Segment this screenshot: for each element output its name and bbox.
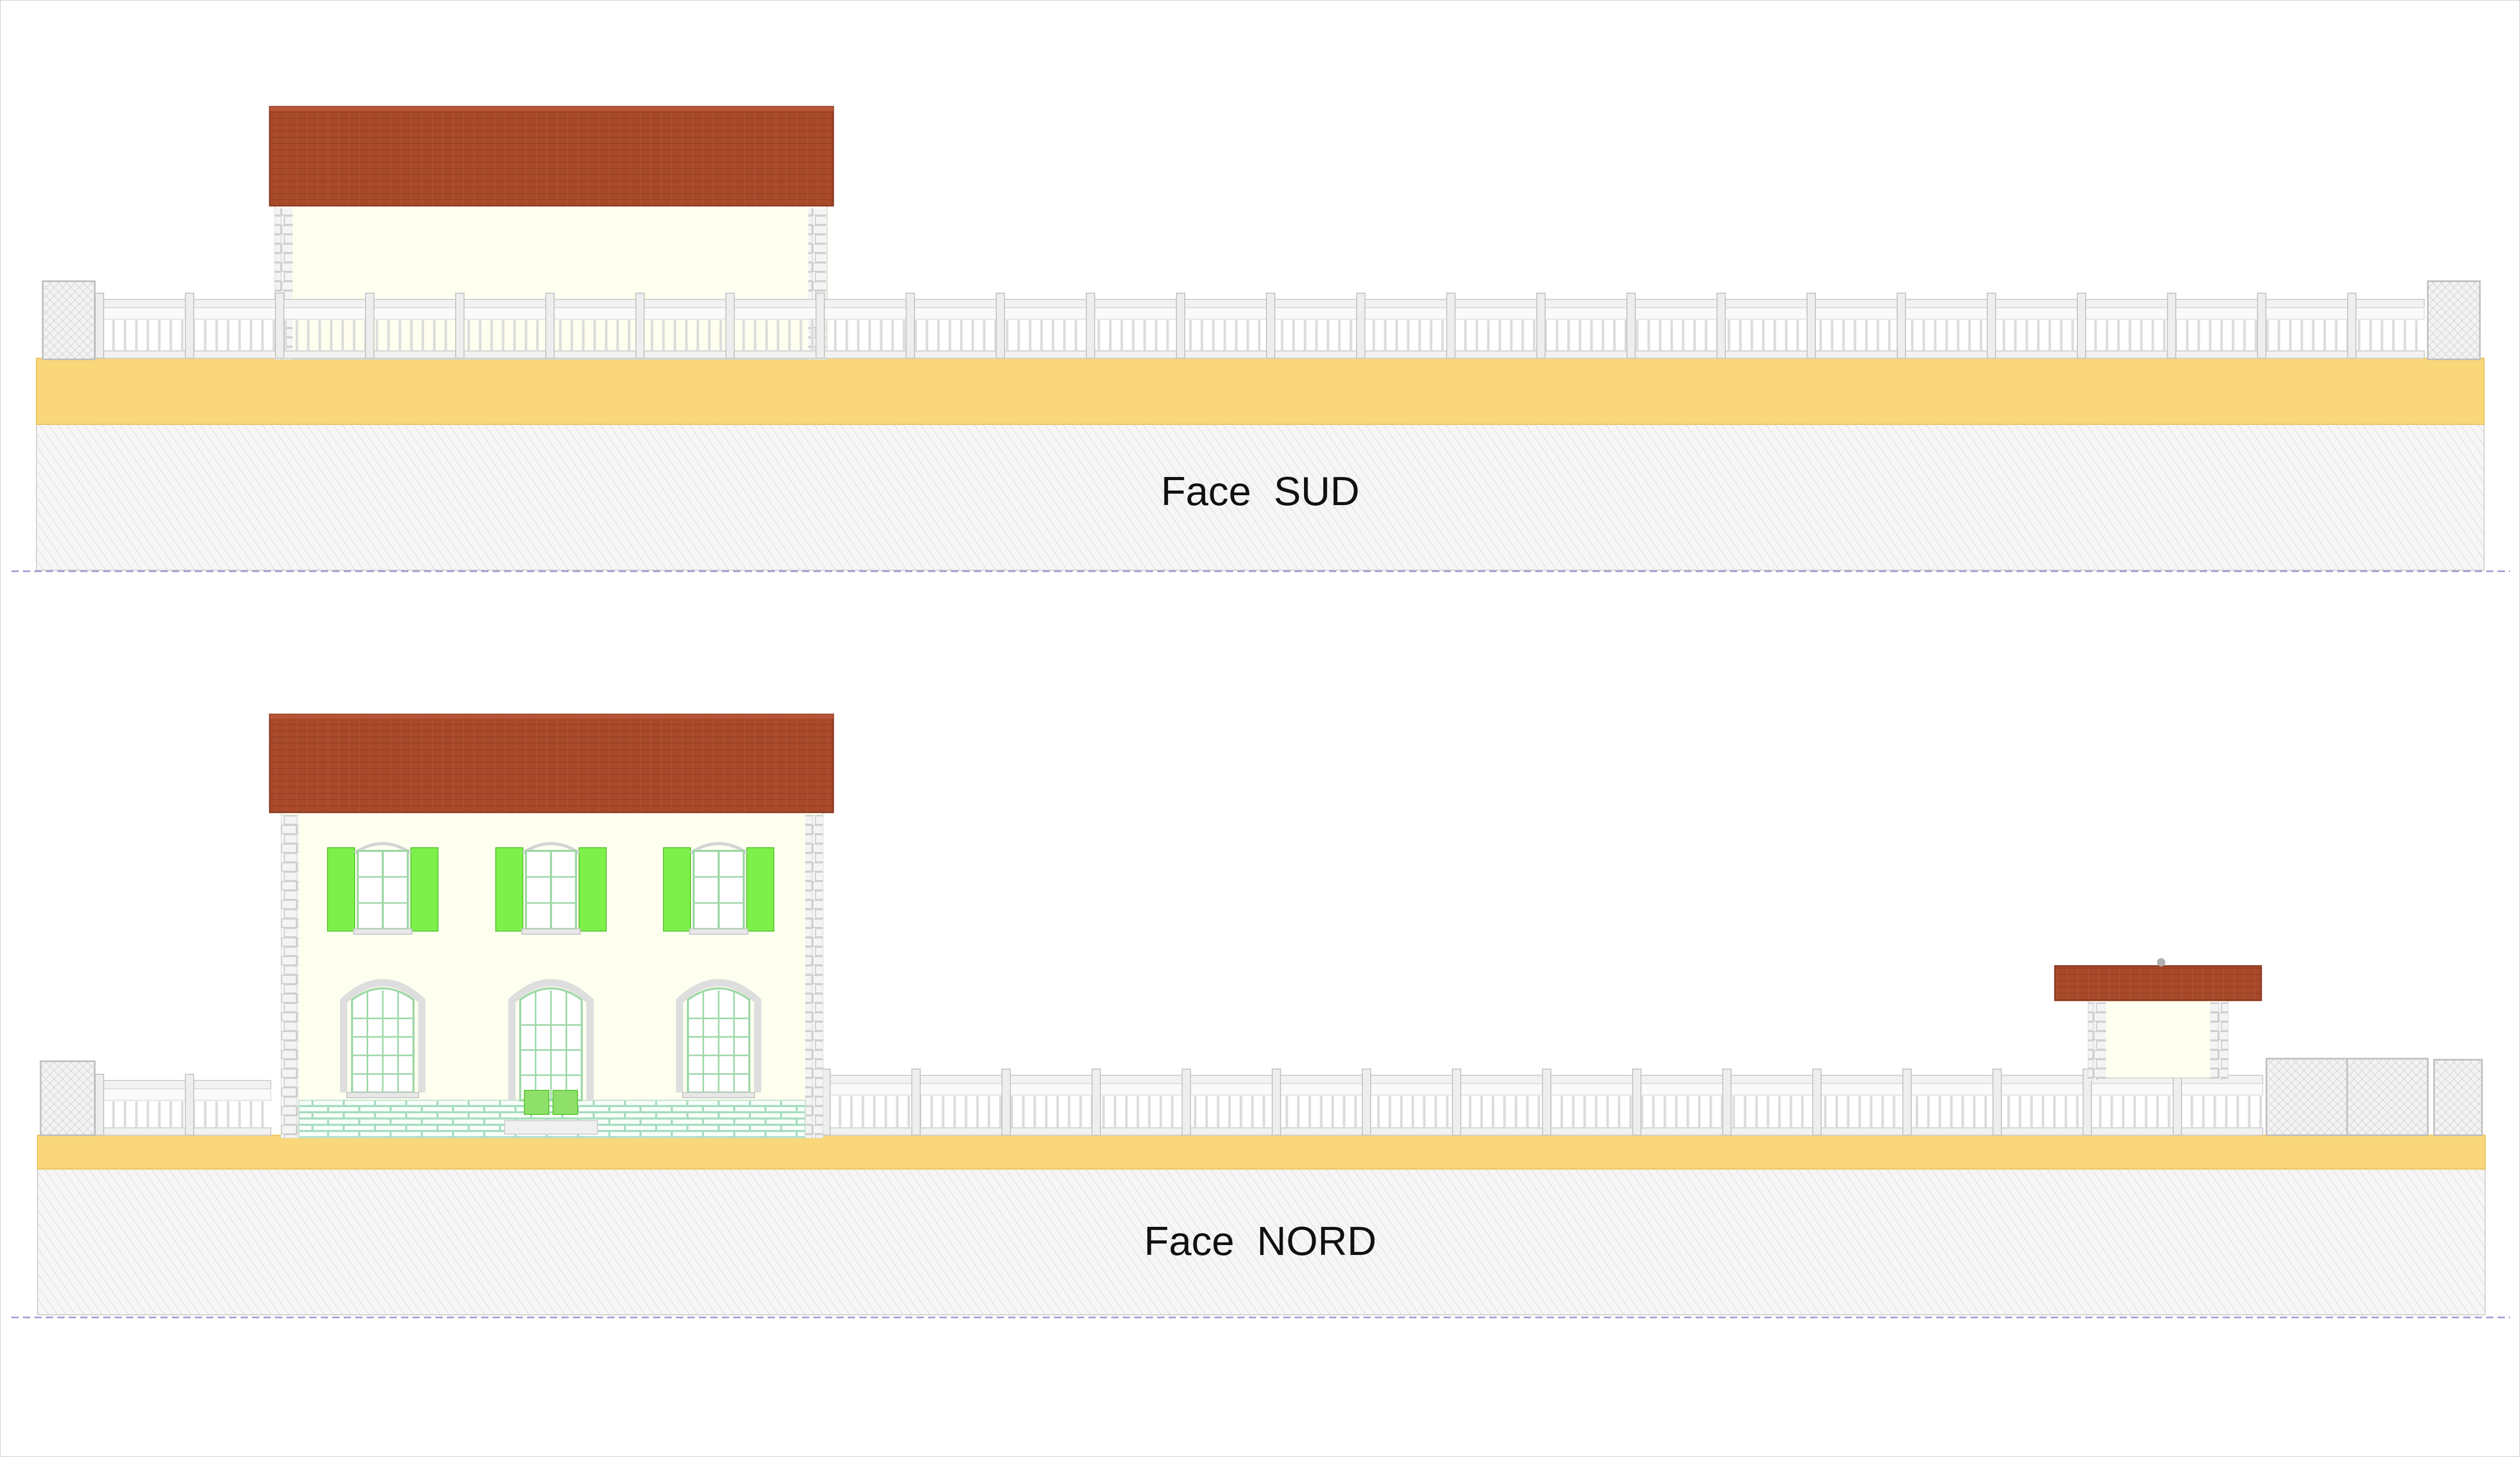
south-face-label: Face SUD <box>1161 468 1359 514</box>
upper-window-center-shutter-right <box>579 847 607 932</box>
north-fence-right-post <box>1092 1069 1101 1136</box>
south-fence-post <box>635 293 645 359</box>
upper-window-left-arch <box>354 842 412 855</box>
north-fence <box>95 1069 2263 1136</box>
south-gate-left <box>42 280 96 360</box>
lower-window-right-sill <box>682 1092 755 1098</box>
north-house-quoin-left <box>281 815 299 1138</box>
south-fence-post <box>1987 293 1996 359</box>
south-fence-post <box>95 293 104 359</box>
north-gate-right-post <box>2433 1059 2483 1136</box>
south-fence-post <box>1897 293 1906 359</box>
south-fence-post <box>1626 293 1636 359</box>
north-fence-right-post <box>2173 1069 2182 1136</box>
south-fence-post <box>725 293 735 359</box>
south-fence-post <box>545 293 555 359</box>
south-fence-post <box>185 293 194 359</box>
lower-window-left-sill <box>346 1092 419 1098</box>
south-fence-post <box>1266 293 1275 359</box>
south-fence-post <box>996 293 1005 359</box>
upper-window-center-arch <box>522 842 580 855</box>
north-fence-left-post <box>185 1074 194 1136</box>
south-fence-post <box>275 293 284 359</box>
north-roof-ridge <box>270 714 833 719</box>
south-gate-right <box>2427 280 2481 360</box>
south-fence-post <box>1176 293 1185 359</box>
south-fence-frieze <box>98 307 2425 320</box>
entrance-door-door-panel-right <box>553 1090 578 1115</box>
north-fence-right-post <box>1542 1069 1551 1136</box>
south-fence-post <box>455 293 465 359</box>
south-fence-post <box>1086 293 1095 359</box>
north-well-shelter <box>2054 958 2262 1081</box>
north-fence-right-post <box>1812 1069 1822 1136</box>
north-fence-right-post <box>911 1069 921 1136</box>
north-fence-right-post <box>1182 1069 1191 1136</box>
north-face-label: Face NORD <box>1144 1218 1376 1264</box>
north-fence-right-post <box>1632 1069 1641 1136</box>
south-roof <box>269 106 834 207</box>
well-shelter-post-left <box>2088 1002 2106 1081</box>
south-fence-post <box>2347 293 2356 359</box>
north-house-quoin-right <box>805 815 823 1138</box>
well-shelter-wall <box>2088 999 2228 1078</box>
north-windows <box>327 842 774 1135</box>
south-roof-ridge <box>270 107 833 111</box>
south-elevation: Face SUD <box>11 106 2510 572</box>
south-fence-post <box>1446 293 1456 359</box>
south-fence-bottom-rail <box>98 350 2425 359</box>
upper-window-right-shutter-right <box>746 847 774 932</box>
south-fence-post <box>2077 293 2086 359</box>
well-shelter-post-right <box>2210 1002 2228 1081</box>
north-roof <box>269 713 834 813</box>
south-plinth <box>36 358 2485 425</box>
north-gate-left <box>40 1060 96 1136</box>
south-fence-post <box>906 293 915 359</box>
lower-window-left-arch-surround <box>340 979 425 1092</box>
south-fence-post <box>1536 293 1546 359</box>
well-shelter-finial <box>2157 958 2165 966</box>
north-plinth <box>37 1135 2486 1170</box>
north-fence-right-post <box>1362 1069 1371 1136</box>
upper-window-right-sill <box>689 928 748 935</box>
north-fence-right-post <box>1272 1069 1281 1136</box>
upper-window-center-sill <box>521 928 581 935</box>
south-fence-post <box>1716 293 1726 359</box>
north-elevation: Face NORD <box>11 713 2510 1318</box>
north-ground <box>37 1169 2486 1315</box>
well-shelter-roof <box>2054 965 2262 1001</box>
south-fence-post <box>816 293 825 359</box>
north-fence-right-post <box>1452 1069 1461 1136</box>
north-fence-right-post <box>2083 1069 2092 1136</box>
upper-window-left-shutter-left <box>327 847 355 932</box>
south-fence-post <box>1807 293 1816 359</box>
south-fence-post <box>2167 293 2176 359</box>
upper-window-right-arch <box>689 842 748 855</box>
lower-window-right-arch-surround <box>676 979 761 1092</box>
south-fence-post <box>365 293 374 359</box>
upper-window-right-shutter-left <box>663 847 691 932</box>
upper-window-center-shutter-left <box>495 847 523 932</box>
entrance-door-step <box>504 1120 598 1135</box>
upper-window-left-sill <box>353 928 412 935</box>
north-fence-right-post <box>1001 1069 1011 1136</box>
south-fence-top-rail <box>98 299 2425 308</box>
north-fence-right-post <box>1722 1069 1732 1136</box>
south-fence <box>95 293 2425 359</box>
north-fence-right-post <box>1992 1069 2002 1136</box>
south-fence-post <box>1356 293 1365 359</box>
entrance-door-arch-surround <box>508 979 594 1100</box>
south-fence-post <box>2257 293 2266 359</box>
upper-window-left-shutter-right <box>410 847 438 932</box>
entrance-door-door-panel-left <box>524 1090 549 1115</box>
north-fence-right-post <box>1902 1069 1912 1136</box>
north-house <box>269 713 834 1138</box>
north-fence-left-post <box>95 1074 104 1136</box>
